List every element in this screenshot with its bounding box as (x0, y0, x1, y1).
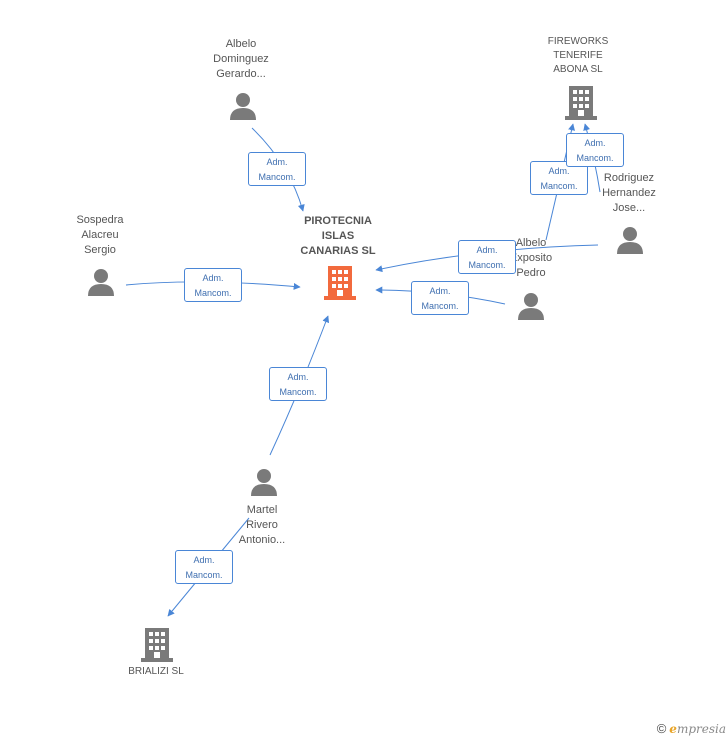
person-label-sospedra-alacreu: Sospedra Alacreu Sergio (76, 214, 124, 256)
person-icon[interactable] (250, 468, 278, 496)
person-icon[interactable] (517, 292, 545, 320)
company-label-brializi: BRIALIZI SL (128, 666, 184, 677)
edge-label-martel-brializi[interactable]: Adm. Mancom. (175, 550, 233, 584)
person-icon[interactable] (87, 268, 115, 296)
person-label-martel-rivero: Martel Rivero Antonio... (238, 504, 286, 546)
person-icon[interactable] (616, 226, 644, 254)
edge-label-rodriguez-main[interactable]: Adm. Mancom. (458, 240, 516, 274)
person-label-albelo-exposito: Albelo Exposito Pedro (509, 237, 553, 279)
footer-brand[interactable]: © empresia (657, 721, 726, 736)
empresia-logo: empresia (669, 721, 726, 736)
edge-label-albelo-dominguez[interactable]: Adm. Mancom. (248, 152, 306, 186)
copyright-symbol: © (656, 721, 667, 736)
edge-label-exposito-main[interactable]: Adm. Mancom. (411, 281, 469, 315)
person-label-rodriguez-hernandez: Rodriguez Hernandez Jose... (602, 172, 656, 214)
person-icon[interactable] (229, 92, 257, 120)
main-company-label: PIROTECNIA ISLAS CANARIAS SL (300, 215, 376, 257)
edge-label-rodriguez-fireworks[interactable]: Adm. Mancom. (566, 133, 624, 167)
company-building-icon[interactable] (141, 626, 173, 662)
main-company-building-icon[interactable] (324, 264, 356, 300)
company-building-icon[interactable] (565, 84, 597, 120)
edge-label-sospedra[interactable]: Adm. Mancom. (184, 268, 242, 302)
edge-label-martel-main[interactable]: Adm. Mancom. (269, 367, 327, 401)
person-label-albelo-dominguez: Albelo Dominguez Gerardo... (213, 38, 269, 80)
company-label-fireworks-tenerife: FIREWORKS TENERIFE ABONA SL (547, 36, 609, 75)
